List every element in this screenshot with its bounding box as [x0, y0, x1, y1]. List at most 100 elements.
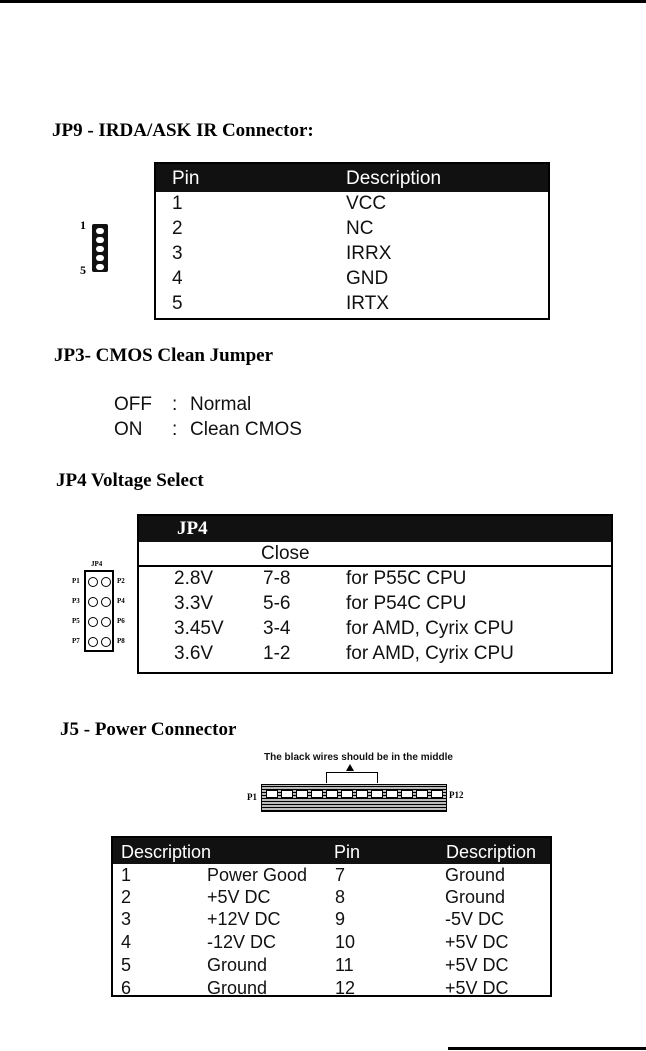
description-cell: Ground	[207, 978, 268, 998]
pin-cell: 3	[172, 243, 183, 264]
option-separator: :	[172, 419, 178, 440]
voltage-cell: 3.6V	[174, 643, 214, 664]
description-cell: -12V DC	[207, 932, 277, 952]
close-cell: 5-6	[263, 593, 291, 614]
description-cell: IRTX	[346, 293, 389, 314]
table-subheader: Close	[139, 542, 611, 567]
jp9-heading: JP9 - IRDA/ASK IR Connector:	[52, 120, 314, 141]
voltage-cell: 3.3V	[174, 593, 214, 614]
table-header: Description Pin Description	[113, 838, 550, 864]
option-description: Clean CMOS	[190, 419, 302, 440]
column-header-description: Description	[346, 168, 442, 189]
table-row: 1 Power Good 7 Ground	[113, 865, 550, 888]
table-header: JP4	[139, 516, 611, 542]
description-cell: +5V DC	[445, 955, 509, 975]
description-cell: +5V DC	[207, 887, 271, 907]
voltage-cell: 3.45V	[174, 618, 224, 639]
table-row: 3.45V 3-4 for AMD, Cyrix CPU	[139, 618, 611, 643]
close-cell: 1-2	[263, 643, 291, 664]
column-header-close: Close	[261, 543, 310, 564]
pin-cell: 7	[335, 865, 346, 885]
table-row: 2 +5V DC 8 Ground	[113, 887, 550, 910]
column-header-description-2: Description	[446, 842, 537, 862]
table-row: 2.8V 7-8 for P55C CPU	[139, 568, 611, 593]
table-row: 1 VCC	[156, 193, 548, 218]
jp9-pin-last-label: 5	[80, 263, 86, 277]
table-row: 3.6V 1-2 for AMD, Cyrix CPU	[139, 643, 611, 668]
jp3-heading: JP3- CMOS Clean Jumper	[54, 345, 274, 366]
middle-wires-bracket	[326, 772, 378, 783]
pin-cell: 4	[172, 268, 183, 289]
pin-cell: 9	[335, 909, 346, 929]
jumper-block-diagram	[84, 570, 114, 652]
pin-label: P3	[72, 597, 80, 605]
description-cell: +12V DC	[207, 909, 281, 929]
jp4-diagram-title: JP4	[91, 560, 103, 568]
pin-cell: 10	[335, 932, 356, 952]
jp4-voltage-table: JP4 Close 2.8V 7-8 for P55C CPU 3.3V 5-6…	[137, 514, 613, 674]
description-cell: GND	[346, 268, 389, 289]
jp4-heading: JP4 Voltage Select	[56, 470, 204, 491]
pin-cell: 4	[121, 932, 132, 952]
pin-label: P7	[72, 637, 80, 645]
description-cell: Ground	[207, 955, 268, 975]
pin-cell: 1	[121, 865, 132, 885]
table-row: 4 GND	[156, 268, 548, 293]
pin-cell: 1	[172, 193, 183, 214]
description-cell: IRRX	[346, 243, 392, 264]
table-row: 5 Ground 11 +5V DC	[113, 955, 550, 978]
pin-cell: 12	[335, 978, 356, 998]
arrow-up-icon	[346, 764, 354, 771]
pin-cell: 11	[335, 955, 354, 975]
column-header-pin: Pin	[172, 168, 200, 189]
pin-cell: 5	[172, 293, 183, 314]
ir-connector-diagram	[92, 224, 108, 272]
table-row: 3 +12V DC 9 -5V DC	[113, 909, 550, 932]
table-row: 3 IRRX	[156, 243, 548, 268]
pin-cell: 2	[172, 218, 183, 239]
description-cell: NC	[346, 218, 374, 239]
close-cell: 7-8	[263, 568, 291, 589]
pin-cell: 2	[121, 887, 132, 907]
option-state: ON	[114, 419, 143, 440]
pin-cell: 8	[335, 887, 346, 907]
j5-pin-table: Description Pin Description 1 Power Good…	[111, 836, 552, 998]
description-cell: -5V DC	[445, 909, 505, 929]
cpu-cell: for AMD, Cyrix CPU	[346, 643, 514, 664]
pin-cell: 5	[121, 955, 132, 975]
pin-label: P6	[117, 617, 125, 625]
table-header: Pin Description	[156, 164, 548, 192]
table-title: JP4	[177, 518, 208, 539]
pin-label: P1	[72, 577, 80, 585]
power-connector-diagram	[261, 784, 447, 812]
pin-cell: 6	[121, 978, 132, 998]
jp9-pin-table: Pin Description 1 VCC 2 NC 3 IRRX 4 GND …	[154, 162, 550, 320]
voltage-cell: 2.8V	[174, 568, 214, 589]
column-header-description: Description	[121, 842, 212, 862]
j5-heading: J5 - Power Connector	[60, 719, 237, 740]
table-row: 6 Ground 12 +5V DC	[113, 978, 550, 1001]
description-cell: +5V DC	[445, 978, 509, 998]
pin-label: P4	[117, 597, 125, 605]
description-cell: Power Good	[207, 865, 308, 885]
description-cell: Ground	[445, 887, 506, 907]
pin-label: P5	[72, 617, 80, 625]
table-row: 4 -12V DC 10 +5V DC	[113, 932, 550, 955]
table-row: 2 NC	[156, 218, 548, 243]
option-state: OFF	[114, 394, 152, 415]
cpu-cell: for AMD, Cyrix CPU	[346, 618, 514, 639]
option-separator: :	[172, 394, 178, 415]
table-row: 3.3V 5-6 for P54C CPU	[139, 593, 611, 618]
description-cell: Ground	[445, 865, 506, 885]
description-cell: +5V DC	[445, 932, 509, 952]
connector-note: The black wires should be in the middle	[264, 752, 453, 763]
close-cell: 3-4	[263, 618, 291, 639]
top-border	[0, 0, 646, 3]
pin-label: P8	[117, 637, 125, 645]
cpu-cell: for P55C CPU	[346, 568, 467, 589]
cpu-cell: for P54C CPU	[346, 593, 467, 614]
connector-pin-left: P1	[247, 792, 257, 802]
pin-label: P2	[117, 577, 125, 585]
jp9-pin-first-label: 1	[80, 218, 86, 232]
table-row: 5 IRTX	[156, 293, 548, 318]
